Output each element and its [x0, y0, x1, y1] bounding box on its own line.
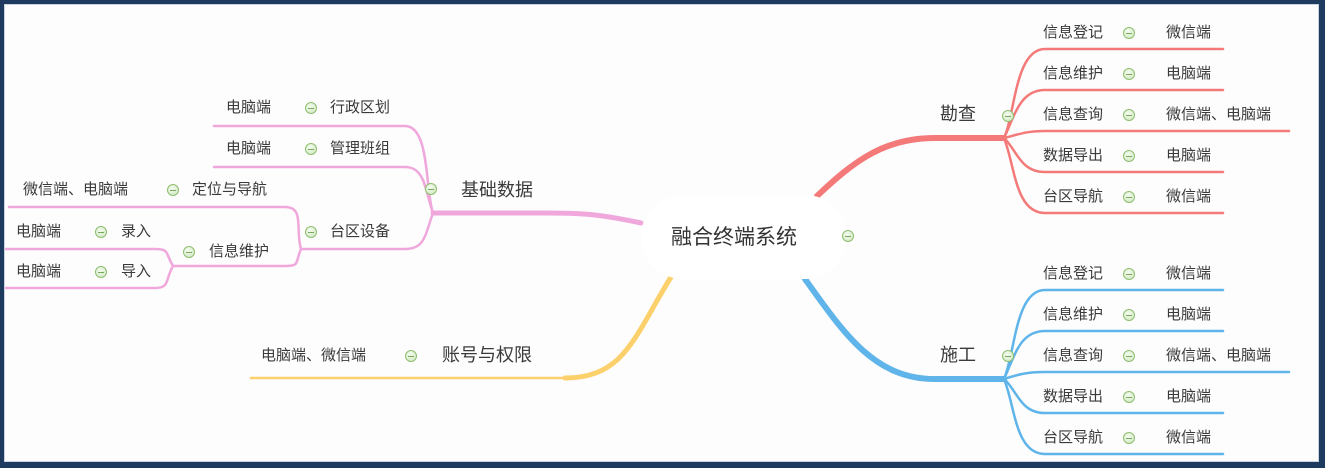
platform-label[interactable]: 电脑端 — [226, 98, 272, 116]
platform-label[interactable]: 微信端 — [1166, 264, 1212, 282]
collapse-icon[interactable] — [1123, 432, 1135, 444]
jichu-main-line — [430, 210, 644, 226]
platform-label[interactable]: 电脑端 — [1166, 387, 1212, 405]
jichu-label[interactable]: 基础数据 — [461, 180, 533, 201]
node-label[interactable]: 数据导出 — [1043, 146, 1104, 164]
zhanghao-label[interactable]: 账号与权限 — [442, 345, 532, 366]
collapse-icon[interactable] — [1123, 27, 1135, 39]
platform-label[interactable]: 电脑端 — [226, 139, 272, 157]
node-label[interactable]: 信息查询 — [1043, 105, 1104, 123]
kancha-line-1 — [1002, 47, 1225, 140]
shigong-line-1 — [1002, 288, 1225, 381]
platform-label[interactable]: 电脑端 — [16, 222, 62, 240]
platform-label[interactable]: 微信端 — [1166, 187, 1212, 205]
weihu-line-2 — [5, 264, 175, 290]
collapse-icon[interactable] — [1123, 350, 1135, 362]
jichu-branch-lines — [5, 124, 644, 290]
jichu-line-3 — [299, 211, 435, 251]
mindmap-canvas: 融合终端系统 勘查 信息登记 微信端 信息维护 电脑端 信息查询 微信端、电脑端… — [4, 4, 1319, 462]
taiqu-line-1 — [7, 205, 303, 251]
kancha-line-2 — [1002, 88, 1225, 140]
collapse-icon[interactable] — [183, 246, 195, 258]
collapse-icon[interactable] — [1002, 110, 1014, 122]
collapse-icon[interactable] — [305, 102, 317, 114]
shigong-line-5 — [1002, 377, 1225, 456]
platform-label[interactable]: 电脑端 — [1166, 64, 1212, 82]
platform-label[interactable]: 微信端、电脑端 — [1166, 346, 1272, 364]
shigong-label[interactable]: 施工 — [940, 345, 976, 366]
node-label[interactable]: 信息查询 — [1043, 346, 1104, 364]
kancha-main-line — [814, 135, 1007, 199]
platform-label[interactable]: 电脑端、微信端 — [261, 346, 367, 364]
zhanghao-branch-lines — [249, 274, 674, 381]
node-label[interactable]: 台区导航 — [1043, 428, 1104, 446]
collapse-icon[interactable] — [405, 350, 417, 362]
node-label[interactable]: 管理班组 — [330, 139, 391, 157]
node-label[interactable]: 台区设备 — [330, 222, 391, 240]
kancha-line-4 — [1002, 136, 1225, 174]
branch-lines — [5, 47, 1291, 456]
collapse-icon[interactable] — [167, 184, 179, 196]
node-label[interactable]: 导入 — [121, 262, 152, 280]
collapse-icon[interactable] — [1123, 109, 1135, 121]
collapse-icon[interactable] — [1123, 268, 1135, 280]
node-label[interactable]: 行政区划 — [330, 98, 391, 116]
collapse-icon[interactable] — [1123, 68, 1135, 80]
taiqu-line-2 — [171, 247, 303, 268]
collapse-icon[interactable] — [842, 230, 854, 242]
platform-label[interactable]: 电脑端 — [16, 262, 62, 280]
shigong-branch-lines — [802, 276, 1291, 456]
platform-label[interactable]: 微信端、电脑端 — [1166, 105, 1272, 123]
platform-label[interactable]: 电脑端 — [1166, 146, 1212, 164]
collapse-icon[interactable] — [1123, 391, 1135, 403]
collapse-icon[interactable] — [1123, 309, 1135, 321]
node-label[interactable]: 信息维护 — [209, 242, 270, 260]
collapse-icon[interactable] — [1123, 150, 1135, 162]
kancha-branch-lines — [814, 47, 1291, 215]
node-label[interactable]: 信息登记 — [1043, 23, 1104, 41]
collapse-icon[interactable] — [425, 183, 437, 195]
kancha-label[interactable]: 勘查 — [940, 104, 976, 125]
collapse-icon[interactable] — [95, 266, 107, 278]
collapse-icon[interactable] — [1123, 191, 1135, 203]
shigong-line-2 — [1002, 329, 1225, 381]
shigong-line-3 — [1002, 370, 1291, 381]
node-label[interactable]: 信息维护 — [1043, 64, 1104, 82]
kancha-line-3 — [1002, 129, 1291, 140]
kancha-line-5 — [1002, 136, 1225, 215]
platform-label[interactable]: 微信端、电脑端 — [23, 180, 129, 198]
collapse-icon[interactable] — [305, 143, 317, 155]
platform-label[interactable]: 微信端 — [1166, 23, 1212, 41]
shigong-line-4 — [1002, 377, 1225, 415]
shigong-main-line — [802, 276, 1007, 382]
platform-label[interactable]: 电脑端 — [1166, 305, 1212, 323]
collapse-icon[interactable] — [305, 226, 317, 238]
jichu-line-2 — [212, 165, 435, 215]
node-label[interactable]: 信息登记 — [1043, 264, 1104, 282]
platform-label[interactable]: 微信端 — [1166, 428, 1212, 446]
node-label[interactable]: 信息维护 — [1043, 305, 1104, 323]
zhanghao-main-line — [562, 274, 674, 381]
collapse-icon[interactable] — [1002, 350, 1014, 362]
node-label[interactable]: 数据导出 — [1043, 387, 1104, 405]
weihu-line-1 — [5, 247, 175, 268]
collapse-icon[interactable] — [95, 226, 107, 238]
root-label: 融合终端系统 — [671, 225, 797, 249]
node-label[interactable]: 定位与导航 — [192, 180, 268, 198]
node-label[interactable]: 台区导航 — [1043, 187, 1104, 205]
root-node[interactable] — [641, 195, 847, 279]
node-label[interactable]: 录入 — [121, 222, 152, 240]
